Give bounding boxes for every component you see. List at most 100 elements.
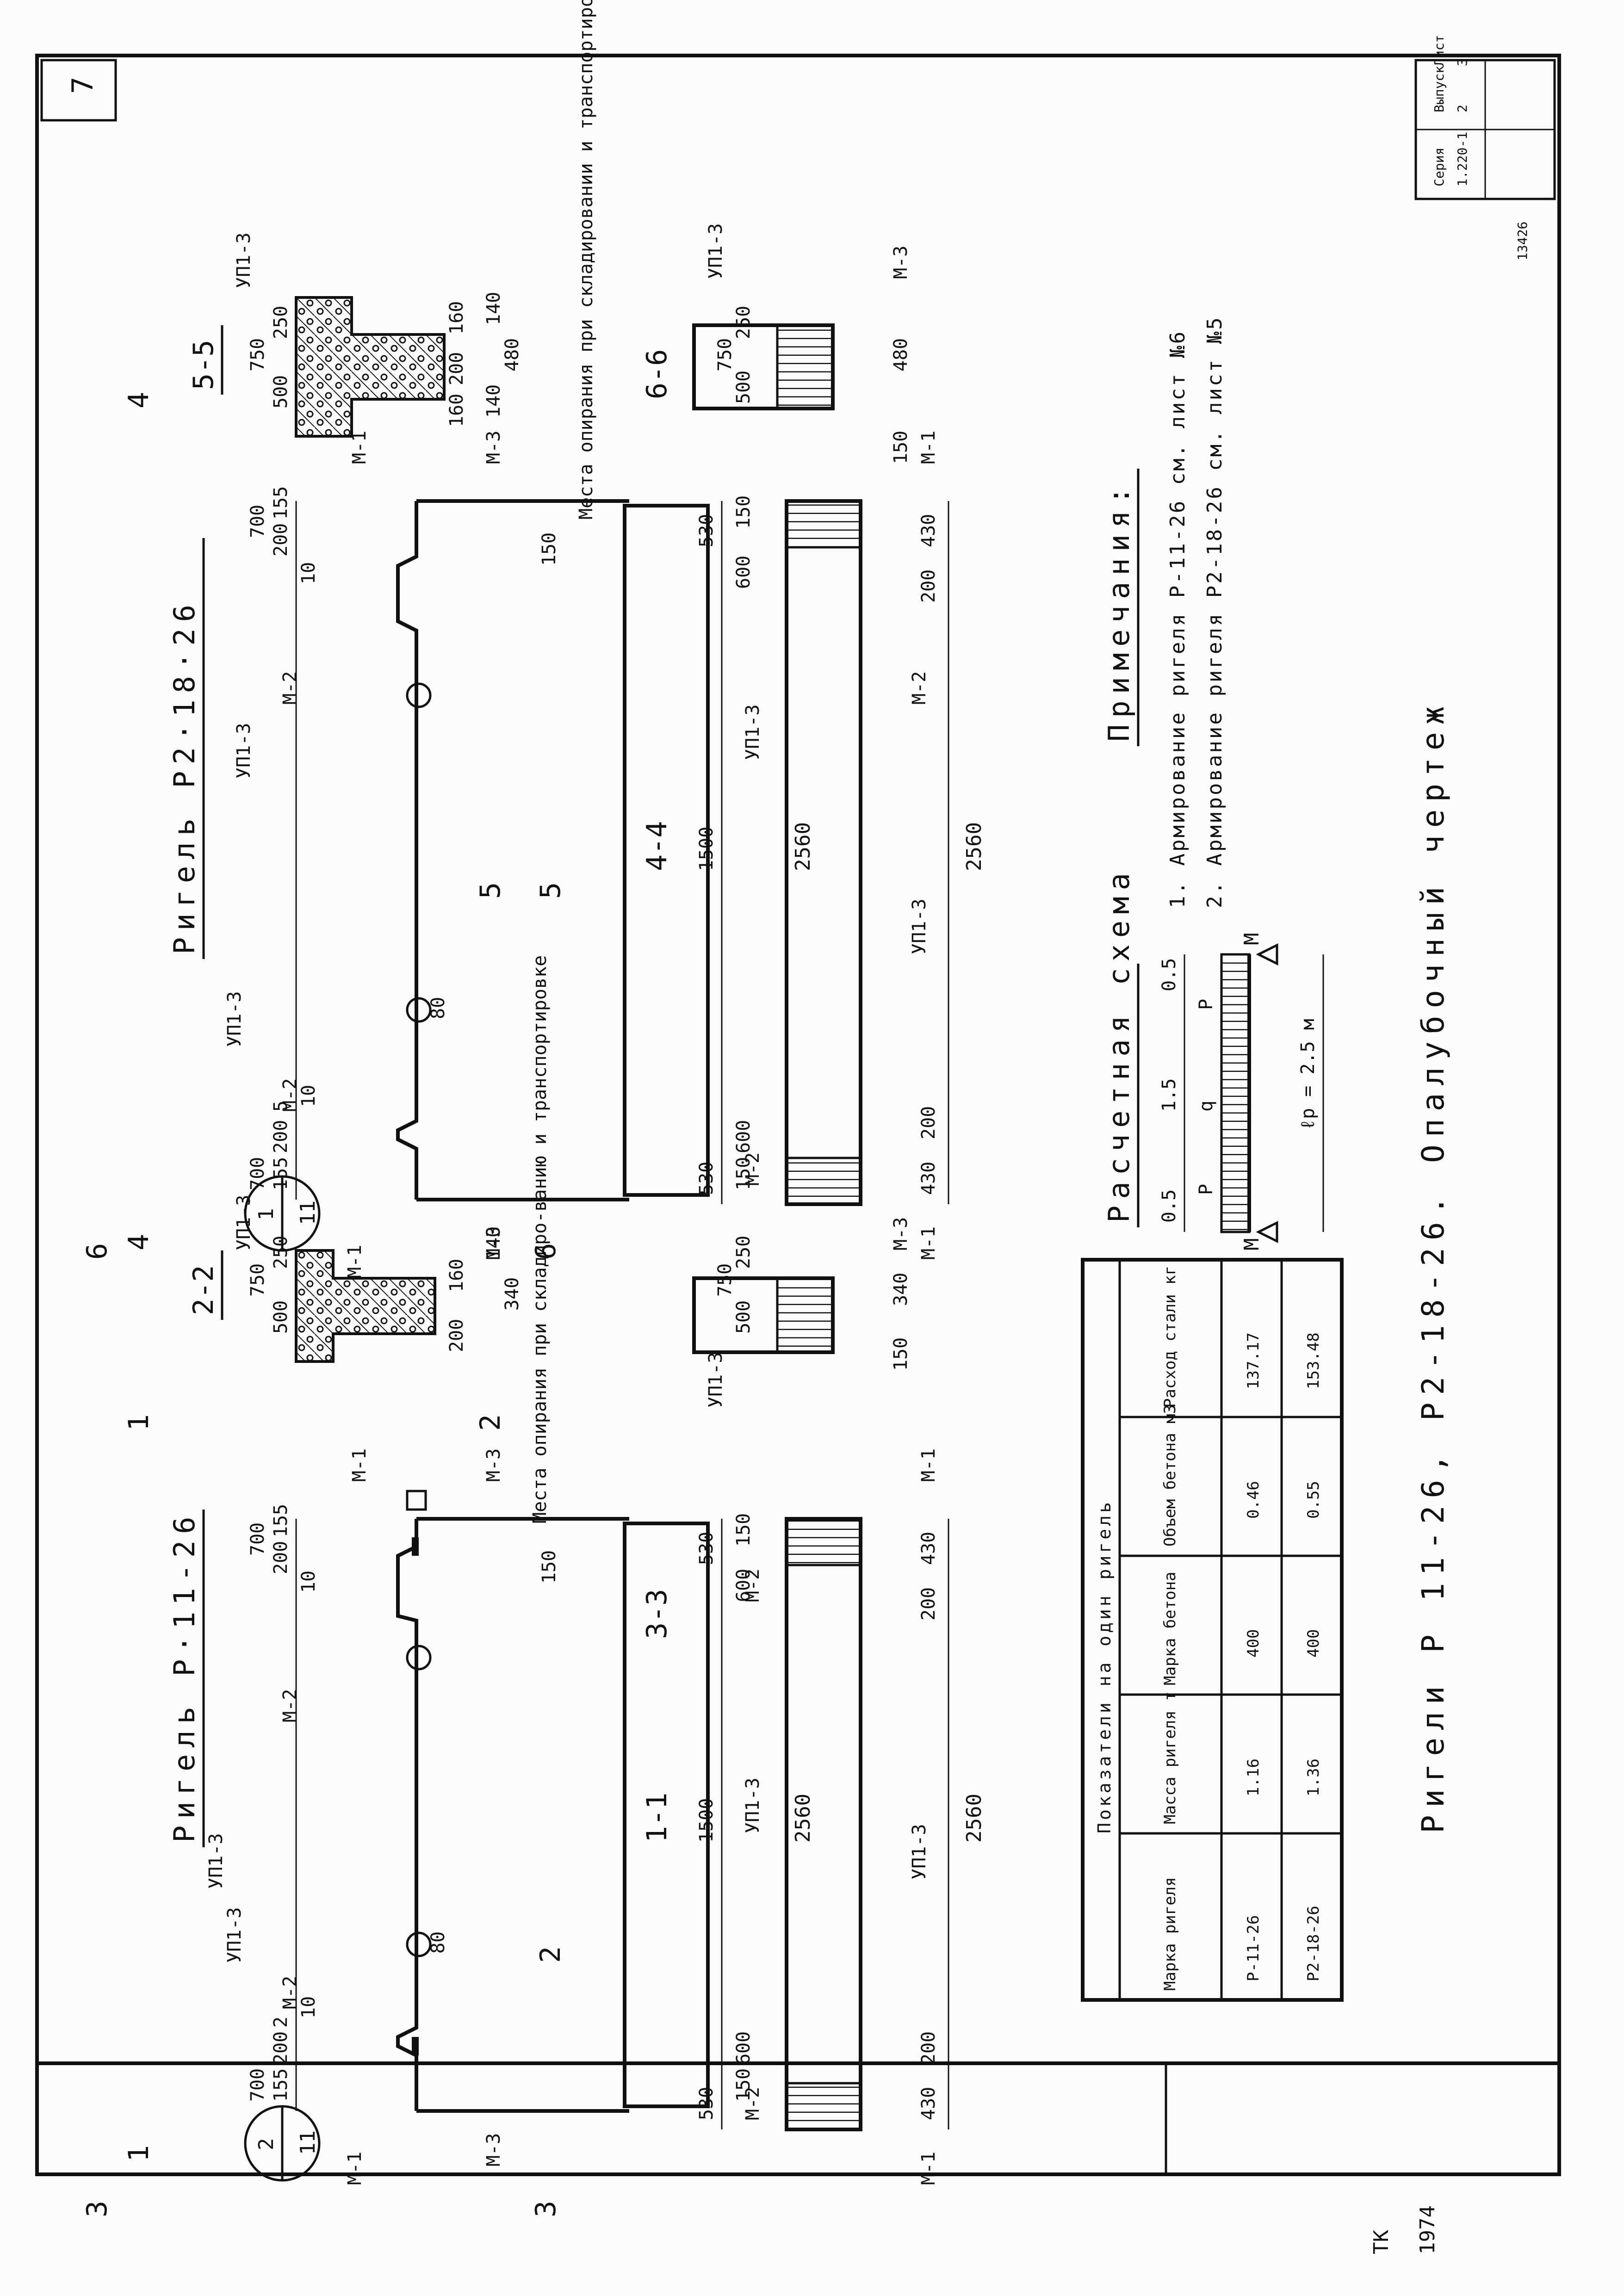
notes-items-0: 1. Армирование ригеля Р-11-26 см. лист №… [1166, 330, 1190, 908]
beam1-dims-9: 700 [247, 1522, 268, 1556]
section-2-2: 2-2 750 500 250 200 160 140 340 УП1-3 [187, 1195, 523, 1363]
b2-support-note: Места опирания при складировании и транс… [576, 0, 597, 520]
table-headers-4: Расход стали кг [1161, 1266, 1179, 1408]
scheme-labels-0: M [1240, 1238, 1264, 1251]
plan1-labels-4: М-2 [742, 1569, 763, 1602]
beam2-dims-11: 155 [270, 486, 291, 520]
sections-s66-dims-1: 500 [733, 371, 754, 404]
plan1-dims-5: 2560 [962, 1794, 986, 1843]
sections-s22-dims-6: 340 [502, 1277, 523, 1311]
plan-4-4: 4-4 530 1500 530 430 200 2560 200 430 М-… [641, 431, 986, 1260]
b1-label-m1: М-1 [344, 2152, 366, 2185]
section-6-6: 6-6 750 500 250 480 150 УП1-3 М-3 [641, 223, 911, 464]
b1-mark-3-top: 3 [81, 2201, 113, 2217]
b1-dim-700a: 700 [247, 2068, 268, 2102]
sections-s55-label: УП1-3 [233, 233, 254, 288]
plan2-labels-5: М-1 [918, 431, 939, 464]
plan-1-1: 1-1 530 1500 530 430 200 2560 200 430 М-… [641, 1448, 986, 2185]
sections-s33-title: 3-3 [641, 1589, 673, 1639]
sections-s22-dims-2: 250 [270, 1236, 291, 1269]
beam2-labels-4: М-2 [279, 671, 301, 705]
drawing-title: Ригели Р 11-26, Р2-18-26. Опалубочный че… [1415, 699, 1451, 1833]
beam2-dims-6: 150 [733, 1157, 754, 1190]
table-headers-3: Объем бетона м3 [1161, 1405, 1179, 1547]
sections-s55-title: 5-5 [187, 340, 220, 390]
sheet-number-box [40, 59, 117, 122]
beam2-section_marks-4: 4 [123, 392, 155, 408]
beam2-elevation: Ригель Р2·18·26 700 155 200 5 10 80 150 … [81, 0, 815, 1278]
b2-dim-2560: 2560 [791, 822, 815, 871]
sections-s55-dims-3: 160 [446, 394, 467, 427]
beam1-callout-top: 2 [254, 2138, 278, 2151]
plan2-labels-2: УП1-3 [909, 899, 930, 954]
beam2-section_marks-5: 5 [474, 882, 507, 899]
title_block-series_value: 1.220-1 [1455, 132, 1470, 186]
plan1-dims-1: 1500 [696, 1798, 717, 1843]
sections-s33-dims-1: 500 [733, 1300, 754, 1334]
title_block-series_label: Серия [1432, 148, 1447, 186]
beam1-loop-left [406, 1931, 432, 1957]
beam1-dims-6: 150 [733, 2068, 754, 2102]
scheme-labels-3: P [1196, 999, 1217, 1010]
plan1-dims-2: 530 [696, 1532, 717, 1565]
sections-s22-title: 2-2 [187, 1265, 220, 1315]
plan2-dims-4: 200 [918, 1106, 939, 1139]
sections-s55-dims-6: 140 [483, 384, 504, 418]
title-block: Ригели Р 11-26, Р2-18-26. Опалубочный че… [1370, 35, 1530, 2254]
plan1-dims-7: 430 [918, 1532, 939, 1565]
sections-s55-dims-0: 750 [247, 338, 268, 371]
plan1-labels-0: М-2 [742, 2087, 763, 2120]
sections-s55-dims-1: 500 [270, 375, 291, 408]
table-rows-0-4: 137.17 [1244, 1332, 1263, 1389]
sections-s22-dims-4: 160 [446, 1259, 467, 1292]
beam1-elevation: Ригель Р·11-26 700 155 200 2 10 80 150 6… [81, 955, 815, 2217]
sections-s66-dims-4: 150 [890, 431, 911, 464]
plan1-labels-3: УП1-3 [909, 1824, 930, 1880]
beam1-dims-15: 150 [539, 1550, 560, 1584]
plan2-dims-2: 530 [696, 514, 717, 547]
beam1-labels-1: М-2 [279, 1976, 301, 2009]
plan1-labels-5: М-1 [918, 1448, 939, 1482]
beam2-section_marks-1: 4 [123, 1234, 155, 1250]
plan1-dims-3: 430 [918, 2087, 939, 2120]
sections-s22-dims-3: 200 [446, 1319, 467, 1352]
sections-s22-label: УП1-3 [233, 1195, 254, 1250]
beam1-top-edge [396, 1519, 418, 2111]
plan2-dims-7: 430 [918, 514, 939, 547]
sections-s33-dims-2: 250 [733, 1236, 754, 1269]
sheet-number: 7 [66, 70, 99, 94]
sections-s55-dims-8: 480 [502, 338, 523, 371]
beam1-section_marks-1: 1 [123, 2145, 155, 2162]
scheme-labels-1: M [1240, 933, 1264, 946]
scheme-dims-1: 1.5 [1159, 1078, 1180, 1112]
sections-s66-dims-3: 480 [890, 338, 911, 371]
beam2-dims-15: 150 [539, 532, 560, 566]
table-rows-1-0: Р2-18-26 [1304, 1906, 1323, 1981]
beam2-labels-1: М-2 [279, 1078, 301, 1112]
plan2-dims-0: 530 [696, 1162, 717, 1195]
beam1-section_marks-3: 2 [534, 1946, 567, 1963]
scheme-labels-2: P [1196, 1184, 1217, 1195]
table-title: Показатели на один ригель [1094, 1499, 1115, 1833]
scheme-labels-4: q [1196, 1101, 1217, 1112]
beam2-dims-3: 5 [270, 1101, 291, 1112]
sections-s66-labels-1: М-3 [890, 246, 911, 279]
table-rows-0-2: 400 [1244, 1629, 1263, 1658]
table-rows-1-2: 400 [1304, 1629, 1323, 1658]
plan1-title: 1-1 [641, 1793, 673, 1843]
beam1-dims-4: 10 [298, 1996, 319, 2018]
beam2-dims-10: 200 [270, 523, 291, 557]
beam1-dims-12: 10 [298, 1571, 319, 1593]
table-headers-0: Марка ригеля [1161, 1877, 1179, 1991]
plan2-labels-1: М-2 [742, 1152, 763, 1186]
scheme-span: ℓр = 2.5 м [1297, 1019, 1319, 1130]
beam1-labels-5: М-3 [483, 1448, 504, 1482]
sections-s33-dims-4: 150 [890, 1337, 911, 1371]
table-rows-0-0: Р-11-26 [1244, 1915, 1263, 1981]
sections-s66-labels-0: УП1-3 [705, 223, 726, 279]
beam2-dims-13: 150 [733, 495, 754, 529]
beam2-labels-2: УП1-3 [224, 991, 245, 1047]
plan2-labels-0: М-1 [918, 1226, 939, 1260]
plan2-dims-5: 2560 [962, 822, 986, 871]
